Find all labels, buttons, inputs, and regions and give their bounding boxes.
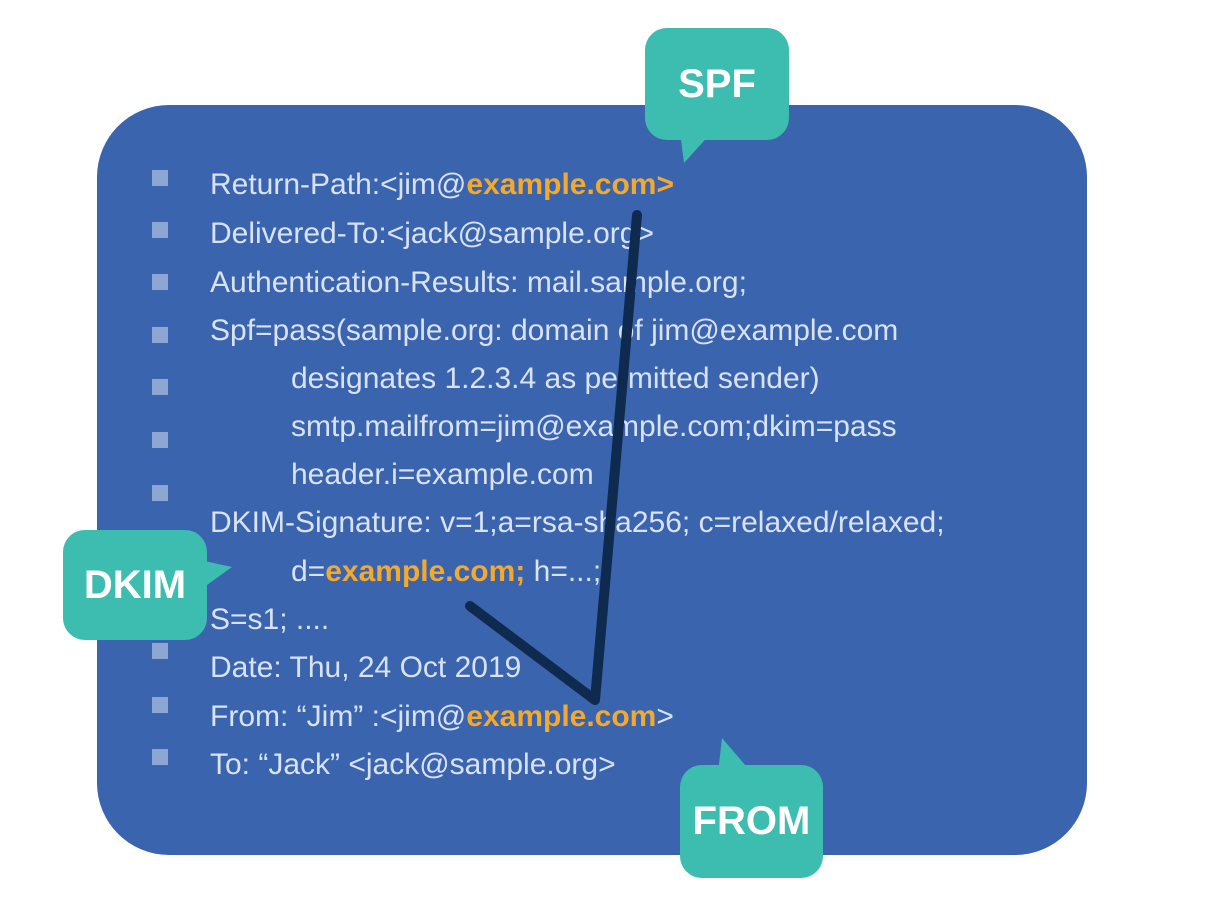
line-text: Date: Thu, 24 Oct 2019 [210,651,522,684]
bullet [152,749,168,765]
line-text: S=s1; .... [210,603,330,636]
header-line-date: Date: Thu, 24 Oct 2019 [210,650,521,686]
header-line-return-path: Return-Path:<jim@example.com> [210,167,674,203]
email-header-card [97,105,1087,855]
from-bubble-tail [718,738,752,773]
spf-label-bubble: SPF [645,28,789,140]
bullet [152,485,168,501]
header-line-to: To: “Jack” <jack@sample.org> [210,747,616,783]
header-line-from: From: “Jim” :<jim@example.com> [210,699,674,735]
header-line-auth-results: Authentication-Results: mail.sample.org; [210,265,747,301]
line-text: designates 1.2.3.4 as permitted sender) [291,362,820,395]
line-text: Return-Path:<jim@ [210,168,467,201]
line-text: header.i=example.com [291,458,594,491]
bullet [152,697,168,713]
header-line-mailfrom: smtp.mailfrom=jim@example.com;dkim=pass [291,409,897,445]
header-line-dkim-domain: d=example.com; h=...; [291,554,601,590]
bullet [152,170,168,186]
highlight-domain: example.com> [466,168,675,201]
line-text: Authentication-Results: mail.sample.org; [210,266,747,299]
dkim-label-bubble: DKIM [63,530,207,640]
dkim-bubble-tail [200,560,232,590]
header-line-spf: Spf=pass(sample.org: domain of jim@examp… [210,313,898,349]
header-line-designates: designates 1.2.3.4 as permitted sender) [291,361,820,397]
line-text: > [656,700,674,733]
bullet [152,432,168,448]
bullet [152,274,168,290]
spf-label: SPF [678,61,756,106]
header-line-dkim-signature: DKIM-Signature: v=1;a=rsa-sha256; c=rela… [210,505,945,541]
bullet [152,327,168,343]
line-text: To: “Jack” <jack@sample.org> [210,748,616,781]
from-label: FROM [692,799,811,843]
from-label-bubble: FROM [680,765,823,878]
line-text: h=...; [525,555,602,588]
line-text: d= [291,555,326,588]
bullet [152,222,168,238]
line-text: From: “Jim” :<jim@ [210,700,467,733]
bullet [152,643,168,659]
checkmark-icon [465,210,642,705]
header-line-header-i: header.i=example.com [291,457,594,493]
line-text: Delivered-To:<jack@sample.org> [210,217,654,250]
line-text: Spf=pass(sample.org: domain of jim@examp… [210,314,899,347]
line-text: DKIM-Signature: v=1;a=rsa-sha256; c=rela… [210,506,945,539]
line-text: smtp.mailfrom=jim@example.com;dkim=pass [291,410,897,443]
highlight-domain: example.com; [325,555,526,588]
highlight-domain: example.com [466,700,657,733]
header-line-selector: S=s1; .... [210,602,329,638]
dkim-label: DKIM [83,562,187,607]
bullet [152,379,168,395]
header-line-delivered-to: Delivered-To:<jack@sample.org> [210,216,654,252]
